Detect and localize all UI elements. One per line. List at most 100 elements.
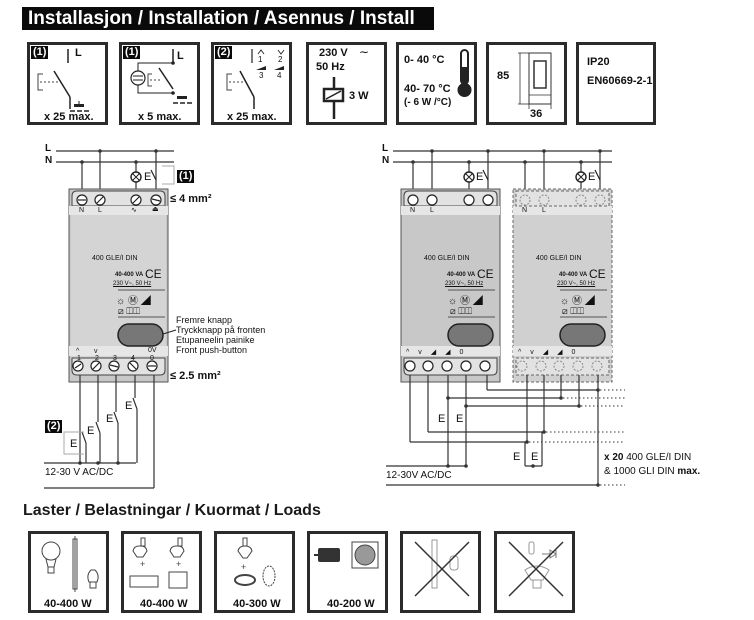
front-push-button xyxy=(117,323,164,347)
max-label: x 25 max. xyxy=(44,111,94,123)
temp-range-2: 40- 70 °C xyxy=(404,83,451,95)
load-box-toroidal-transformer: + 40-300 W xyxy=(214,531,295,613)
ac-icon: ∼ xyxy=(359,45,370,59)
switch-label-4: E xyxy=(125,400,133,412)
terminal-L: L xyxy=(98,207,102,214)
button-callout-se: Tryckknapp på fronten xyxy=(176,325,266,335)
terminal-3: 3 xyxy=(259,71,264,80)
supply-label-left: 12-30 V AC/DC xyxy=(45,467,114,478)
load-type-icons: ☼ Ⓜ ◢ xyxy=(116,296,151,307)
derating-label: (- 6 W /°C) xyxy=(404,97,452,108)
toroidal-transformer-icon: + xyxy=(234,537,276,587)
relay-coil-icon xyxy=(322,77,345,119)
load-box-motor: 40-200 W xyxy=(307,531,388,613)
max-suffix: max. xyxy=(677,466,701,477)
max-model-2: & 1000 GLI DIN xyxy=(604,466,675,477)
device-rating: 40-400 VA xyxy=(115,272,144,278)
tag-1: (1) xyxy=(177,170,195,183)
spec-box-illuminated-pushbutton: (1) L x 5 max. xyxy=(119,42,200,125)
terminal-4: 4 xyxy=(277,71,282,80)
terminal-N: N xyxy=(410,207,416,214)
terminal-2: 2 xyxy=(278,55,283,64)
switch-label: E xyxy=(513,451,521,463)
ip-rating: IP20 xyxy=(587,56,610,68)
page-title: Installasjon / Installation / Asennus / … xyxy=(22,7,434,30)
svg-text:+: + xyxy=(241,562,246,572)
terminal-num-0: 0 xyxy=(150,355,154,362)
pushbutton-switch-icon xyxy=(37,49,90,112)
max-label: x 25 max. xyxy=(227,111,277,123)
terminal-sym-2: v xyxy=(94,348,98,355)
terminal-N: N xyxy=(522,207,528,214)
ce-mark: CE xyxy=(145,267,162,281)
power-label: 3 W xyxy=(349,90,369,102)
terminal-num-2: 2 xyxy=(95,355,99,362)
bus-label-N: N xyxy=(45,155,53,166)
max-count: x 20 xyxy=(604,452,624,463)
load-rating: 40-400 W xyxy=(44,598,92,610)
ce-mark-b: CE xyxy=(589,267,606,281)
bus-label-L: L xyxy=(45,143,52,154)
fluorescent-icon xyxy=(414,539,470,597)
spec-box-pushbutton: (1) L x 25 max. xyxy=(27,42,108,125)
svg-text:+: + xyxy=(140,559,145,569)
switch-label: E xyxy=(456,413,464,425)
device-rating-a: 40-400 VA xyxy=(447,272,476,278)
button-callout-fi: Etupaneelin painike xyxy=(176,335,255,345)
height-label: 85 xyxy=(497,70,510,82)
led-lamp-icon xyxy=(508,541,564,597)
switch-label-2: E xyxy=(87,425,95,437)
load-box-led-not-allowed xyxy=(494,531,575,613)
lamp-switch-label: E xyxy=(476,171,484,183)
electronic-transformer-icon: ++ xyxy=(129,537,188,589)
loads-title: Laster / Belastningar / Kuormat / Loads xyxy=(23,502,321,519)
terminal-num-4: 4 xyxy=(131,355,135,362)
device-rating-b: 40-400 VA xyxy=(559,272,588,278)
width-label: 36 xyxy=(530,108,543,120)
lamp-switch-label: E xyxy=(144,171,152,183)
front-push-button xyxy=(447,323,494,347)
pushbutton-terminal-icon: ⏏ xyxy=(152,206,159,213)
terminal-row: ^v◢◢0 xyxy=(406,349,473,356)
button-callout-en: Front push-button xyxy=(176,345,248,355)
load-rating: 40-200 W xyxy=(327,598,375,610)
mode-icons: ⧄ ◫◫ xyxy=(450,306,472,316)
spec-box-control-inputs: (2) 1 2 3 4 x 25 max. xyxy=(211,42,292,125)
mode-icons: ⧄ ◫◫ xyxy=(562,306,584,316)
max-label: x 5 max. xyxy=(138,111,182,123)
bus-label-N: N xyxy=(382,155,390,166)
device-supply: 230 V~, 50 Hz xyxy=(113,281,152,287)
motor-fan-icon xyxy=(314,541,379,569)
front-push-button xyxy=(559,323,606,347)
tag-1: (1) xyxy=(123,46,141,59)
switch-label: E xyxy=(531,451,539,463)
terminal-sym-0v: 0V xyxy=(148,347,157,354)
incandescent-halogen-icon xyxy=(41,536,99,592)
tag-1: (1) xyxy=(31,46,49,59)
dimensions-icon xyxy=(518,52,552,109)
lamp-icon xyxy=(463,171,587,183)
switch-label-1: E xyxy=(70,438,78,450)
load-box-electronic-transformer: ++ 40-400 W xyxy=(121,531,202,613)
svg-text:+: + xyxy=(176,559,181,569)
wire-size-bottom: ≤ 2.5 mm² xyxy=(170,370,221,382)
terminal-N: N xyxy=(79,207,85,214)
voltage-label: 230 V xyxy=(319,47,348,59)
terminal-1: 1 xyxy=(258,55,263,64)
load-box-incandescent: 40-400 W xyxy=(28,531,109,613)
spec-box-standards: IP20 EN60669-2-1 xyxy=(576,42,656,125)
spec-box-temperature: 0- 40 °C 40- 70 °C (- 6 W /°C) xyxy=(396,42,477,125)
max-devices-note: x 20 400 GLE/I DIN & 1000 GLI DIN max. xyxy=(604,451,700,479)
terminal-L: L xyxy=(542,207,546,214)
load-box-fluorescent-not-allowed xyxy=(400,531,481,613)
max-model-1: 400 GLE/I DIN xyxy=(626,452,692,463)
device-supply-a: 230 V~, 50 Hz xyxy=(445,281,484,287)
terminal-sym-1: ^ xyxy=(76,348,80,355)
load-type-icons: ☼ Ⓜ ◢ xyxy=(560,296,595,307)
load-rating: 40-300 W xyxy=(233,598,281,610)
tag-2: (2) xyxy=(215,46,233,59)
tag-2: (2) xyxy=(45,420,63,433)
control-switch-icon xyxy=(226,49,285,109)
